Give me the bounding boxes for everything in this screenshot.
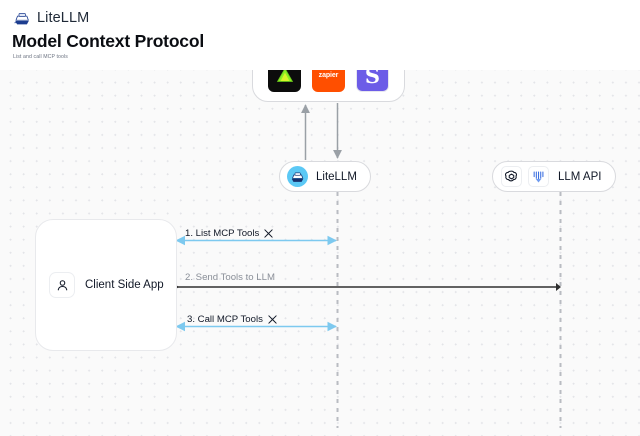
- zapier-tool-icon[interactable]: zapier: [312, 70, 345, 92]
- triangle-logo-icon: [276, 70, 293, 82]
- client-side-app-label: Client Side App: [85, 279, 164, 291]
- litellm-node[interactable]: LiteLLM: [279, 161, 371, 192]
- mcp-tools-node[interactable]: zapier S: [252, 70, 405, 102]
- tools-icon: [264, 229, 273, 238]
- edge-label-send-tools-to-llm: 2. Send Tools to LLM: [185, 272, 275, 283]
- client-side-app-node[interactable]: Client Side App: [35, 219, 177, 351]
- litellm-boat-circle-icon: [287, 166, 308, 187]
- slack-s-tool-icon[interactable]: S: [356, 70, 389, 92]
- anthropic-logo-icon: [528, 166, 549, 187]
- openai-swirl-icon: [504, 170, 518, 182]
- person-glyph-icon: [57, 279, 67, 290]
- diagram-canvas[interactable]: MCP Tools zapier S: [0, 70, 640, 436]
- edge-label-2-text: 2. Send Tools to LLM: [185, 272, 275, 283]
- brand: LiteLLM: [13, 8, 89, 28]
- edge-label-3-text: 3. Call MCP Tools: [187, 314, 263, 325]
- openai-logo-icon: [501, 166, 522, 187]
- page-subtitle: List and call MCP tools: [13, 54, 68, 60]
- zapier-label: zapier: [318, 71, 339, 79]
- edge-label-1-text: 1. List MCP Tools: [185, 228, 260, 239]
- litellm-node-label: LiteLLM: [316, 170, 357, 183]
- person-icon: [49, 272, 75, 298]
- anthropic-arrow-icon: [533, 171, 544, 183]
- triangle-logo-tool-icon[interactable]: [268, 70, 301, 92]
- litellm-boat-icon: [291, 172, 304, 182]
- edge-label-list-mcp-tools: 1. List MCP Tools: [185, 228, 274, 239]
- llm-api-node[interactable]: LLM API: [492, 161, 617, 192]
- tools-icon: [268, 315, 277, 324]
- page-title: Model Context Protocol: [12, 31, 204, 51]
- slack-s-label: S: [364, 70, 381, 88]
- edge-send-tools-head-right: [556, 283, 561, 291]
- brand-name: LiteLLM: [37, 10, 90, 26]
- llm-api-node-label: LLM API: [558, 170, 602, 183]
- litellm-boat-icon: [14, 13, 29, 25]
- edge-label-call-mcp-tools: 3. Call MCP Tools: [187, 314, 278, 325]
